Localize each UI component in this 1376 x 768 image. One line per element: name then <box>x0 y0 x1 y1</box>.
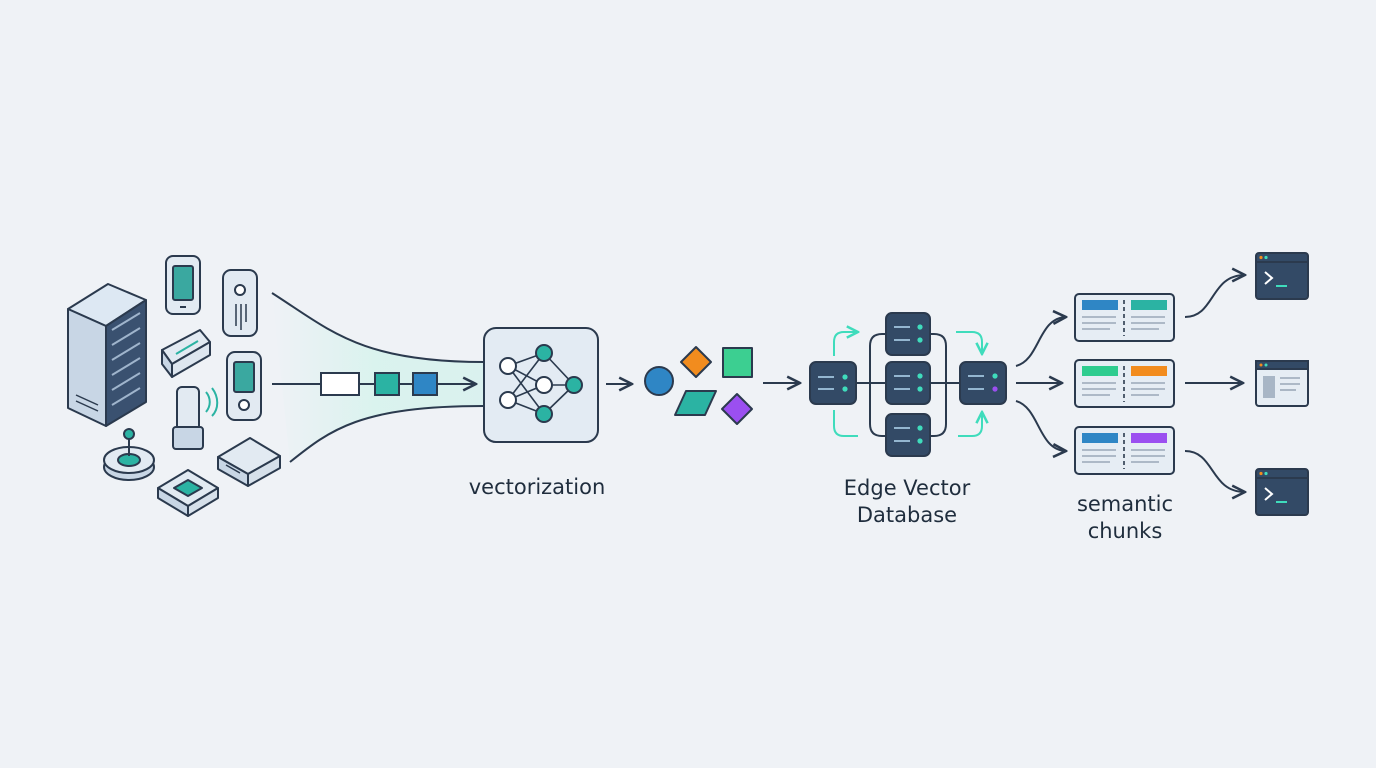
vectorization-label: vectorization <box>468 475 606 499</box>
database-label-line1: Edge Vector <box>843 476 971 500</box>
token-stream <box>272 372 476 396</box>
chunk-card-icon <box>1074 293 1175 342</box>
database-to-chunks-arrows <box>1015 317 1066 451</box>
edge-box-icon <box>157 469 219 517</box>
raw-data-token <box>320 372 360 396</box>
circle-shape-icon <box>644 366 674 396</box>
chunks-label-line1: semantic <box>1076 492 1174 516</box>
replication-arrows <box>833 332 982 437</box>
database-node-icon <box>809 361 857 405</box>
square-shape-icon <box>722 347 753 378</box>
embedding-shapes <box>644 346 753 425</box>
parallelogram-shape-icon <box>674 390 717 416</box>
chunk-card-icon <box>1074 426 1175 475</box>
keypad-icon <box>161 329 211 378</box>
database-node-icon <box>885 413 931 457</box>
semantic-chunks-label: semantic chunks <box>1025 491 1225 545</box>
chunks-to-outputs-arrows <box>1184 275 1245 492</box>
teal-token <box>374 372 400 396</box>
wireless-sensor-icon <box>172 386 219 450</box>
smart-hub-icon <box>103 428 155 481</box>
server-rack-icon <box>67 283 147 427</box>
smartphone-icon <box>165 255 201 315</box>
database-node-icon <box>959 361 1007 405</box>
browser-window-icon <box>1255 360 1309 407</box>
neural-network-icon <box>483 327 599 443</box>
database-label-line2: Database <box>856 503 958 527</box>
diamond-shape-icon <box>680 346 712 378</box>
terminal-window-icon <box>1255 468 1309 516</box>
purple-diamond-icon <box>721 393 753 425</box>
database-label: Edge Vector Database <box>807 475 1007 529</box>
sensor-device-icon <box>226 351 262 421</box>
terminal-window-icon <box>1255 252 1309 300</box>
router-icon <box>217 437 281 487</box>
blue-token <box>412 372 438 396</box>
security-camera-icon <box>222 269 258 337</box>
database-node-icon <box>885 312 931 356</box>
database-node-icon <box>885 361 931 405</box>
database-connectors <box>856 333 960 437</box>
chunk-card-icon <box>1074 359 1175 408</box>
chunks-label-line2: chunks <box>1087 519 1163 543</box>
